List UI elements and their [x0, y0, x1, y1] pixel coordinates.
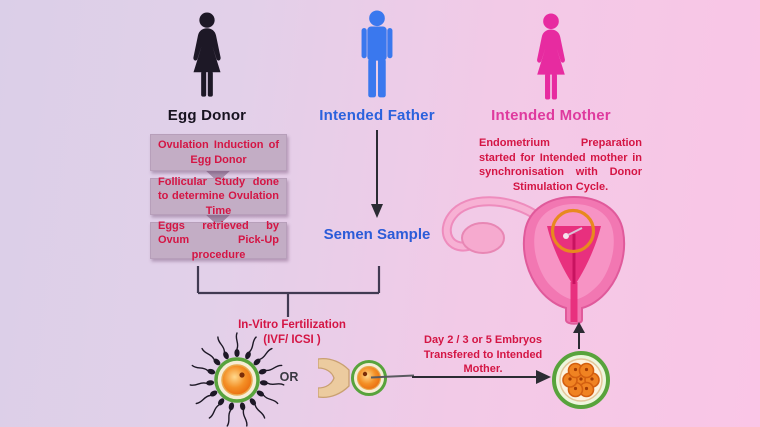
ivf-title-line2: (IVF/ ICSI ) [263, 333, 321, 346]
ovary [461, 222, 505, 254]
donor-step-box-1: Ovulation Induction of Egg Donor [150, 134, 287, 171]
icsi-injection-icon [318, 357, 414, 399]
intended-father-label: Intended Father [319, 107, 435, 124]
intended-father-male-silhouette-icon [361, 10, 393, 98]
down-arrow-icon [371, 130, 383, 218]
holding-pipette [318, 357, 350, 399]
injection-needle [370, 374, 414, 379]
egg-donor-female-silhouette-icon [193, 12, 221, 97]
egg-with-sperm-icon [189, 332, 285, 427]
intended-mother-female-silhouette-icon [537, 13, 565, 100]
implanted-embryo-mark [563, 233, 569, 239]
uterus-illustration [441, 195, 626, 325]
ivf-title-line1: In-Vitro Fertilization [238, 319, 346, 331]
donor-step-box-3: Eggs retrieved by Ovum Pick-Up procedure [150, 220, 287, 261]
egg-donor-label: Egg Donor [167, 107, 247, 124]
embryo-transfer-note: Day 2 / 3 or 5 Embryos Transfered to Int… [423, 334, 543, 376]
donor-step-1-text: Ovulation Induction of Egg Donor [158, 139, 279, 166]
donor-step-3-text: Eggs retrieved by Ovum Pick-Up procedure [158, 220, 279, 261]
or-label: OR [279, 370, 299, 384]
donor-step-box-2: Follicular Study done to determine Ovula… [150, 176, 287, 217]
donor-step-2-text: Follicular Study done to determine Ovula… [158, 176, 279, 217]
intended-mother-label: Intended Mother [491, 107, 611, 124]
up-arrow-icon [573, 322, 585, 349]
transfer-right-arrow-icon [412, 370, 551, 384]
semen-sample-label: Semen Sample [323, 226, 431, 243]
merge-bracket [196, 266, 381, 317]
embryo-icon [552, 351, 610, 409]
endometrium-preparation-note: Endometrium Preparation started for Inte… [479, 137, 642, 193]
implantation-highlight-circle [550, 208, 596, 254]
ivf-title: In-Vitro Fertilization (IVF/ ICSI ) [212, 318, 372, 348]
